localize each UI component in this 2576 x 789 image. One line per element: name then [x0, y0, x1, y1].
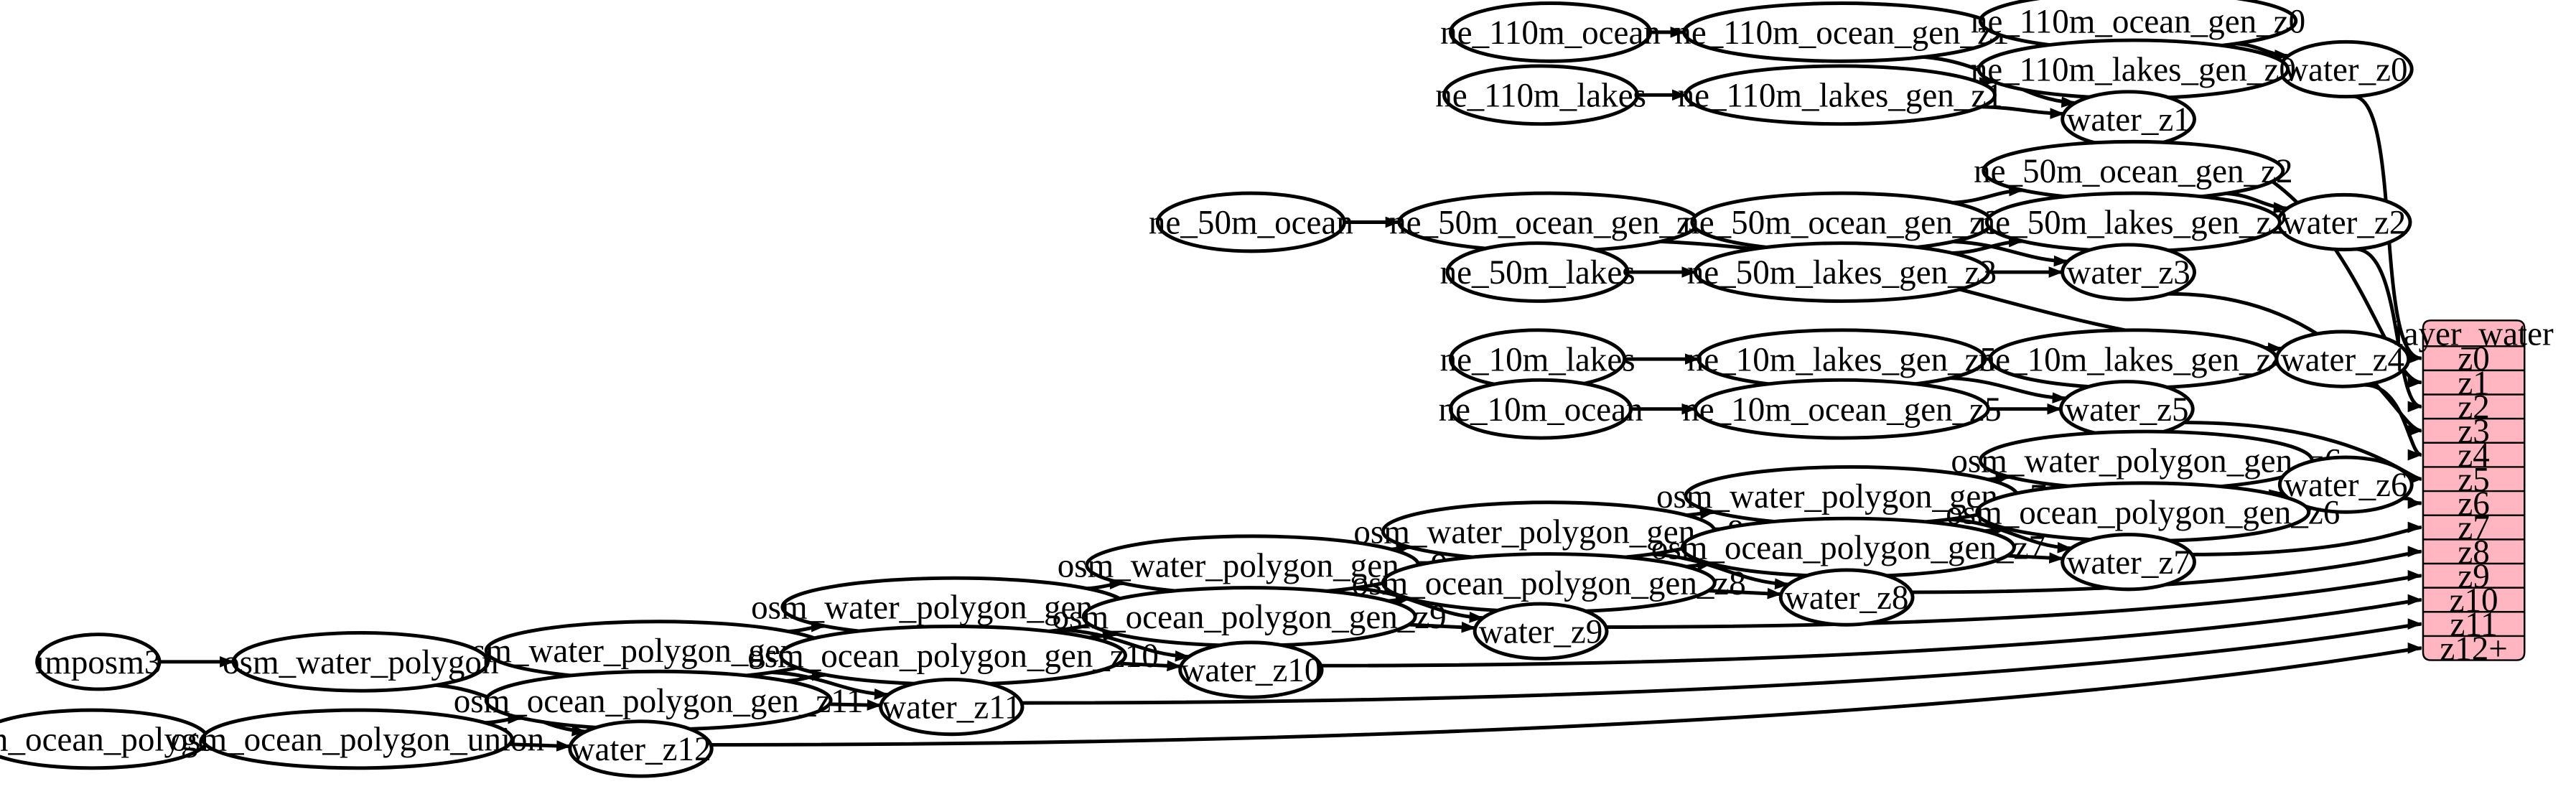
edge-osm_water_polygon_gen_z11-to-osm_water_polygon_gen_z10 [788, 620, 826, 634]
node-water_z2[interactable]: water_z2 [2276, 192, 2412, 252]
node-ne_10m_ocean_gen_z5[interactable]: ne_10m_ocean_gen_z5 [1682, 378, 2002, 440]
node-shape-osm_ocean_polygon_gen_z10[interactable] [779, 625, 1127, 686]
node-ne_50m_lakes[interactable]: ne_50m_lakes [1440, 241, 1635, 303]
edge-water_z10-to-layer_water-z10 [1320, 594, 2422, 668]
node-osm_ocean_polygon[interactable]: osm_ocean_polygon [0, 708, 232, 770]
node-ne_50m_lakes_gen_z3[interactable]: ne_50m_lakes_gen_z3 [1687, 241, 1997, 303]
node-shape-imposm3[interactable] [35, 632, 162, 691]
node-shape-osm_ocean_polygon_gen_z7[interactable] [1680, 516, 2016, 579]
edge-water_z11-to-layer_water-z11 [1021, 618, 2422, 705]
node-shape-osm_water_polygon[interactable] [231, 630, 490, 693]
node-shape-ne_50m_lakes[interactable] [1445, 241, 1630, 303]
node-shape-osm_ocean_polygon_union[interactable] [201, 708, 514, 770]
edge-osm_ocean_polygon_union-to-osm_ocean_polygon_gen_z11 [485, 712, 523, 725]
node-ne_10m_ocean[interactable]: ne_10m_ocean [1439, 378, 1643, 440]
node-shape-water_z8[interactable] [1778, 568, 1915, 627]
node-shape-ne_110m_lakes[interactable] [1442, 64, 1640, 126]
node-ne_110m_lakes_gen_z1[interactable]: ne_110m_lakes_gen_z1 [1678, 64, 2003, 126]
node-water_z1[interactable]: water_z1 [2061, 90, 2196, 149]
node-shape-osm_water_polygon_gen_z8[interactable] [1381, 500, 1717, 562]
node-ne_110m_lakes_gen_z0[interactable]: ne_110m_lakes_gen_z0 [1971, 38, 2296, 101]
node-ne_110m_ocean[interactable]: ne_110m_ocean [1440, 1, 1661, 63]
node-shape-water_z12[interactable] [568, 719, 714, 778]
edge-water_z12-to-layer_water-z12+ [711, 643, 2422, 747]
edge-water_z7-to-layer_water-z7 [2192, 521, 2422, 556]
edge-osm_ocean_polygon_union-to-water_z12 [509, 740, 571, 752]
node-shape-ne_50m_ocean_gen_z2[interactable] [1982, 139, 2285, 202]
node-shape-osm_ocean_polygon[interactable] [0, 708, 210, 770]
node-shape-water_z9[interactable] [1473, 602, 1609, 660]
node-shape-osm_water_polygon_gen_z9[interactable] [1085, 534, 1421, 597]
node-ne_110m_lakes[interactable]: ne_110m_lakes [1435, 64, 1646, 126]
node-shape-water_z1[interactable] [2061, 90, 2196, 149]
node-water_z3[interactable]: water_z3 [2061, 243, 2196, 302]
node-shape-osm_ocean_polygon_gen_z6[interactable] [1975, 481, 2311, 543]
node-shape-water_z10[interactable] [1178, 640, 1324, 699]
node-shape-ne_110m_ocean[interactable] [1449, 1, 1653, 63]
edge-ne_50m_ocean_gen_z3-to-water_z3 [1953, 240, 2068, 267]
node-ne_110m_ocean_gen_z1[interactable]: ne_110m_ocean_gen_z1 [1674, 1, 2010, 63]
node-shape-water_z6[interactable] [2277, 455, 2414, 514]
edge-osm_water_polygon_gen_z8-to-water_z8 [1651, 552, 1790, 590]
edge-osm_ocean_polygon_gen_z7-to-water_z7 [2007, 552, 2064, 564]
node-shape-ne_50m_lakes_gen_z2[interactable] [1984, 191, 2282, 253]
node-shape-ne_110m_ocean_gen_z1[interactable] [1682, 1, 2002, 63]
node-ne_50m_ocean[interactable]: ne_50m_ocean [1149, 191, 1353, 253]
node-shape-osm_water_polygon_gen_z7[interactable] [1684, 464, 2020, 527]
node-water_z10[interactable]: water_z10 [1178, 640, 1324, 699]
node-water_z4[interactable]: water_z4 [2274, 330, 2411, 388]
edge-osm_water_polygon_gen_z11-to-water_z11 [772, 671, 890, 700]
node-shape-ne_110m_lakes_gen_z1[interactable] [1684, 64, 1997, 126]
node-water_z11[interactable]: water_z11 [879, 678, 1025, 737]
edge-water_z8-to-layer_water-z8 [1911, 546, 2422, 594]
node-shape-water_z0[interactable] [2277, 39, 2414, 99]
node-ne_10m_lakes_gen_z4[interactable]: ne_10m_lakes_gen_z4 [1979, 328, 2288, 390]
node-osm_ocean_polygon_union[interactable]: osm_ocean_polygon_union [171, 708, 544, 770]
node-osm_water_polygon[interactable]: osm_water_polygon [223, 630, 499, 693]
node-water_z9[interactable]: water_z9 [1473, 602, 1609, 660]
node-shape-ne_50m_lakes_gen_z3[interactable] [1693, 241, 1990, 303]
node-shape-ne_10m_lakes_gen_z4[interactable] [1988, 328, 2279, 390]
node-imposm3[interactable]: imposm3 [35, 632, 162, 691]
edge-water_z5-to-layer_water-z5 [2184, 421, 2422, 485]
layer-water-table[interactable]: layer_waterz0z1z2z3z4z5z6z7z8z9z10z11z12… [2394, 315, 2554, 667]
node-shape-water_z2[interactable] [2276, 192, 2412, 252]
node-shape-water_z11[interactable] [879, 678, 1025, 737]
edge-ne_50m_ocean_gen_z2-to-water_z2 [2226, 191, 2288, 214]
edge-water_z6-to-layer_water-z6 [2402, 496, 2422, 509]
edge-ne_10m_lakes_gen_z5-to-water_z5 [1950, 376, 2067, 403]
node-ne_50m_lakes_gen_z2[interactable]: ne_50m_lakes_gen_z2 [1979, 191, 2288, 253]
node-shape-ne_110m_lakes_gen_z0[interactable] [1977, 38, 2290, 101]
node-water_z7[interactable]: water_z7 [2061, 533, 2196, 592]
node-ne_50m_ocean_gen_z2[interactable]: ne_50m_ocean_gen_z2 [1974, 139, 2293, 202]
edge-osm_water_polygon_gen_z7-to-water_z7 [1949, 517, 2073, 554]
edge-water_z4-to-layer_water-z4 [2363, 383, 2422, 461]
node-water_z12[interactable]: water_z12 [568, 719, 714, 778]
edge-osm_ocean_polygon_gen_z9-to-water_z9 [1409, 621, 1476, 633]
node-shape-ne_10m_ocean_gen_z5[interactable] [1693, 378, 1990, 440]
node-shape-osm_ocean_polygon_gen_z9[interactable] [1081, 586, 1417, 648]
node-shape-ne_50m_ocean[interactable] [1155, 191, 1346, 253]
node-shape-water_z5[interactable] [2058, 380, 2195, 439]
edge-ne_50m_lakes_gen_z3-to-ne_50m_lakes_gen_z2 [1952, 235, 2024, 256]
edge-ne_50m_ocean_gen_z3-to-ne_50m_ocean_gen_z2 [1952, 185, 2024, 205]
node-shape-water_z7[interactable] [2061, 533, 2196, 592]
edge-osm_ocean_polygon_gen_z11-to-water_z11 [829, 699, 882, 711]
edge-osm_water_polygon_gen_z9-to-water_z9 [1353, 586, 1484, 623]
edge-osm_ocean_polygon_gen_z8-to-water_z8 [1708, 587, 1782, 599]
edge-ne_110m_lakes_gen_z1-to-water_z1 [1981, 105, 2065, 119]
edge-osm_ocean_polygon_gen_z10-to-water_z10 [1118, 660, 1182, 672]
node-shape-ne_10m_ocean[interactable] [1449, 378, 1633, 440]
node-water_z5[interactable]: water_z5 [2058, 380, 2195, 439]
node-water_z8[interactable]: water_z8 [1778, 568, 1915, 627]
edge-osm_water_polygon_gen_z10-to-water_z10 [1061, 627, 1190, 662]
node-shape-water_z3[interactable] [2061, 243, 2196, 302]
edge-water_z2-to-layer_water-z2 [2355, 247, 2422, 413]
node-shape-osm_water_polygon_gen_z6[interactable] [1978, 429, 2314, 492]
edge-osm_water_polygon_gen_z10-to-osm_water_polygon_gen_z9 [1086, 578, 1124, 591]
node-water_z0[interactable]: water_z0 [2277, 39, 2414, 99]
node-shape-water_z4[interactable] [2274, 330, 2411, 388]
